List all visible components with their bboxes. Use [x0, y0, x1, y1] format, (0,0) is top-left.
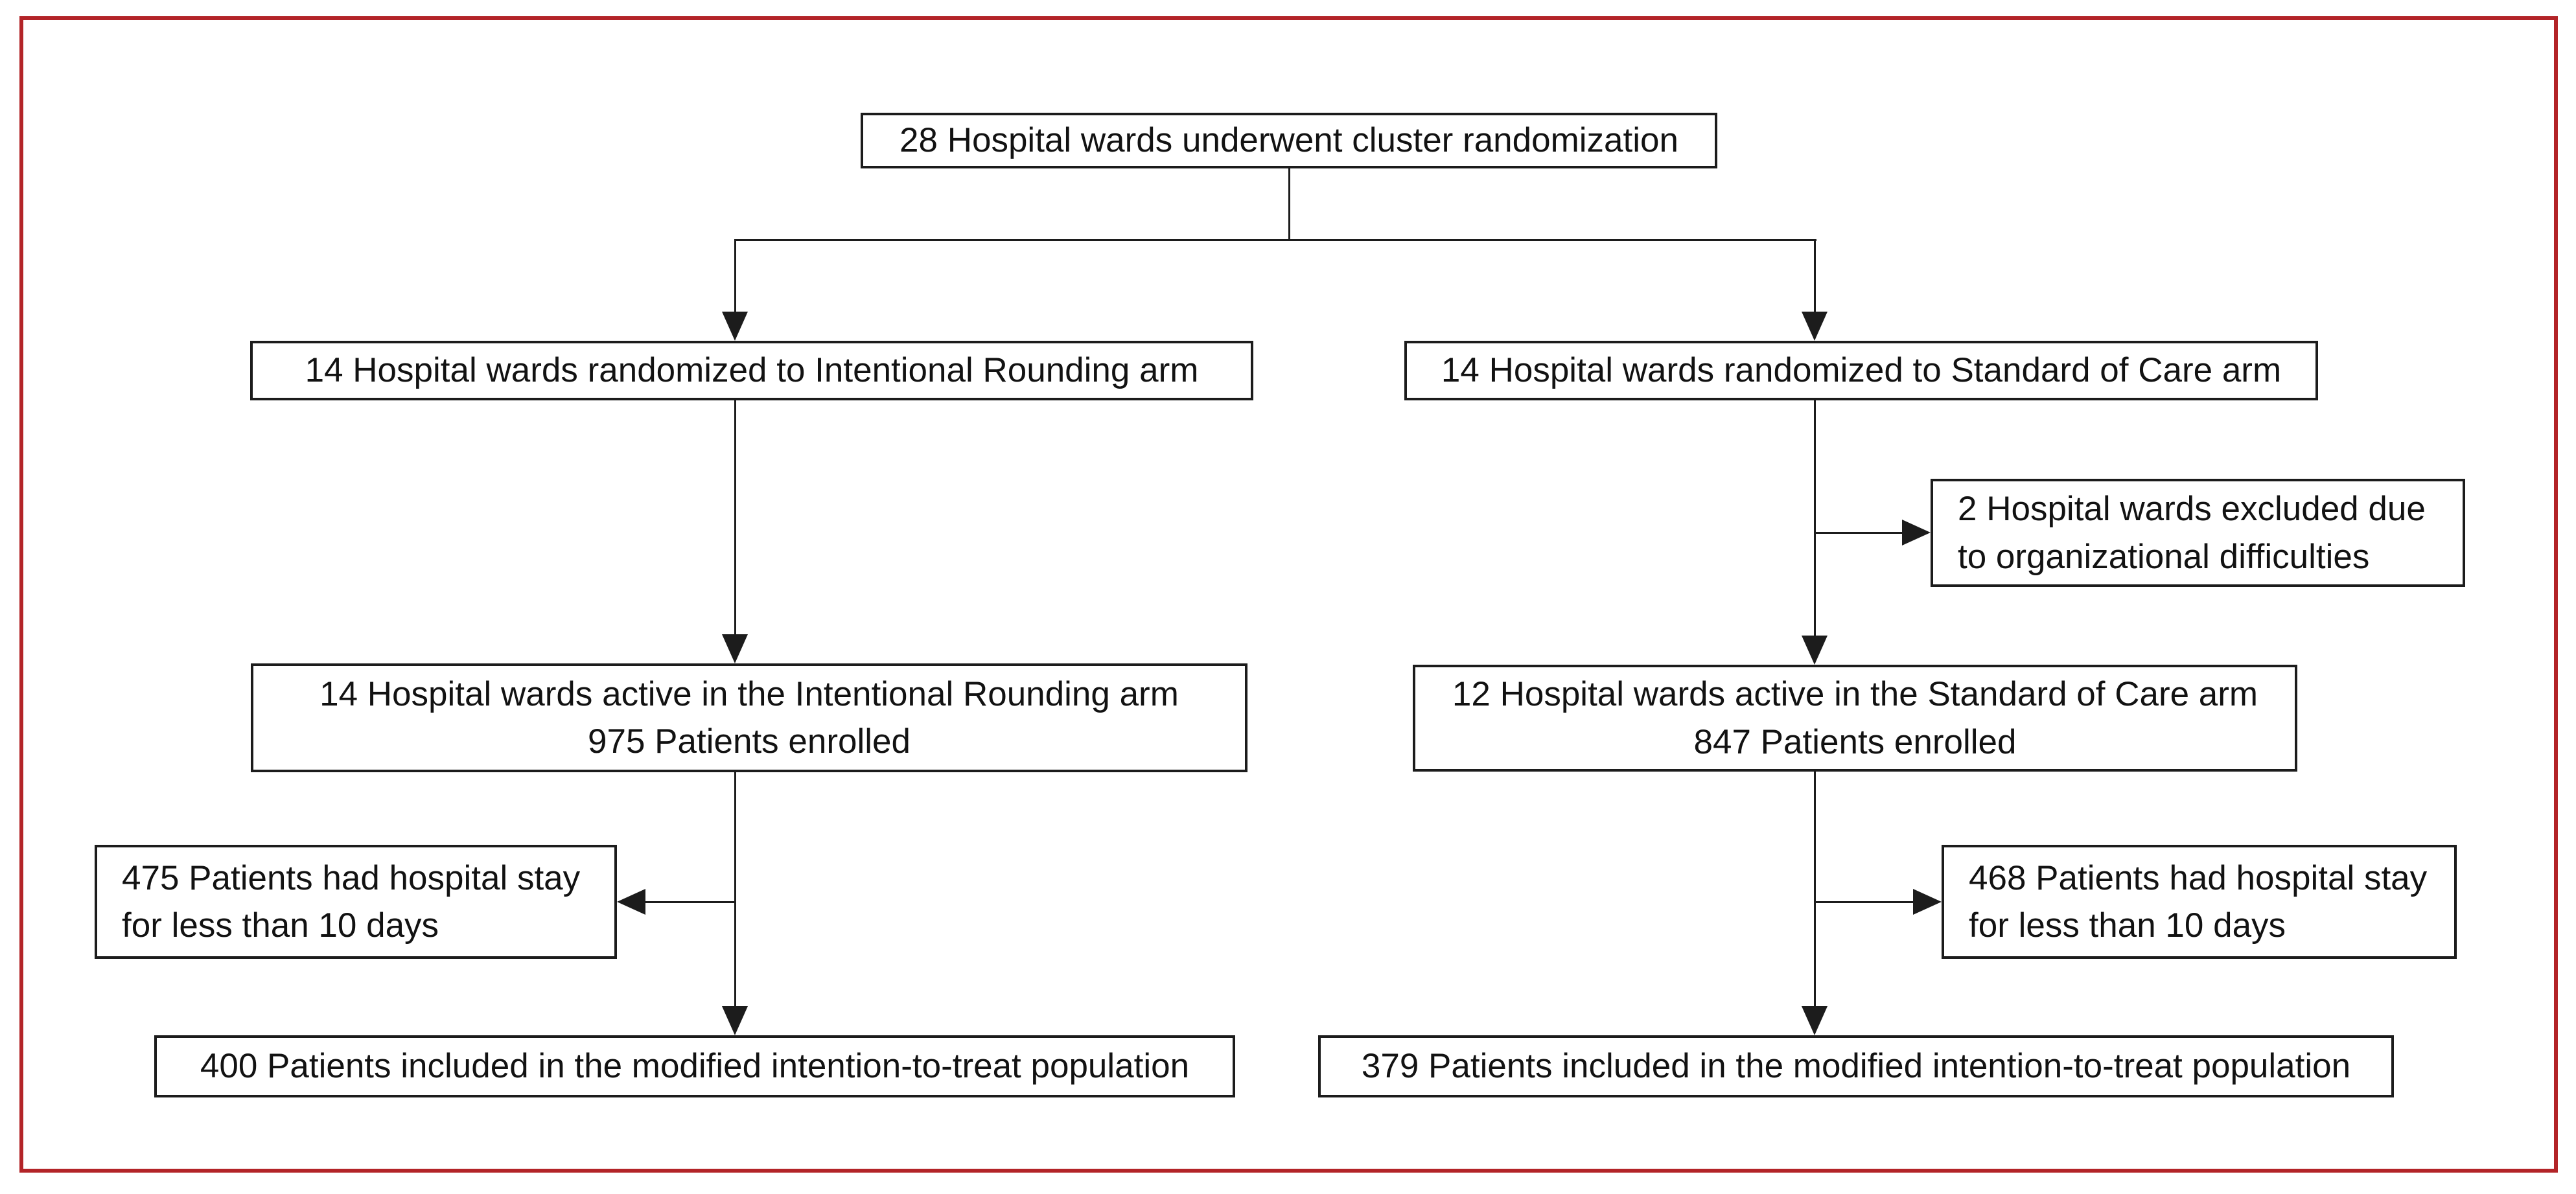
node-text-line1: 468 Patients had hospital stay [1969, 858, 2428, 897]
node-text: 400 Patients included in the modified in… [200, 1047, 1190, 1086]
node-soc-short-stay-excluded: 468 Patients had hospital stay for less … [1942, 845, 2457, 959]
connector-soc-short-stay-spur [1814, 901, 1914, 903]
arrow-down-icon [1802, 312, 1828, 341]
node-intentional-rounding-active: 14 Hospital wards active in the Intentio… [251, 663, 1247, 772]
arrow-right-icon [1913, 889, 1942, 915]
node-text-line2: 975 Patients enrolled [588, 722, 911, 761]
arrow-down-icon [722, 634, 748, 663]
arrow-right-icon [1902, 520, 1931, 545]
node-standard-of-care-active: 12 Hospital wards active in the Standard… [1413, 665, 2297, 772]
node-text: 379 Patients included in the modified in… [1361, 1047, 2351, 1086]
node-text-line1: 475 Patients had hospital stay [122, 858, 581, 897]
connector-drop-right [1814, 239, 1816, 312]
connector-ir-active-to-mitt [734, 772, 736, 1006]
connector-drop-left [734, 239, 736, 312]
connector-ir-randomized-to-active [734, 400, 736, 634]
arrow-down-icon [1802, 636, 1828, 665]
node-text-line2: 847 Patients enrolled [1693, 722, 2017, 761]
node-text-line2: to organizational difficulties [1958, 537, 2370, 576]
connector-soc-randomized-to-active [1814, 400, 1816, 636]
node-text-line1: 14 Hospital wards active in the Intentio… [319, 674, 1179, 713]
node-standard-of-care-randomized: 14 Hospital wards randomized to Standard… [1404, 341, 2318, 400]
node-intentional-rounding-randomized: 14 Hospital wards randomized to Intentio… [250, 341, 1253, 400]
arrow-down-icon [722, 312, 748, 341]
node-ir-mitt-population: 400 Patients included in the modified in… [154, 1035, 1235, 1097]
node-wards-excluded: 2 Hospital wards excluded due to organiz… [1931, 479, 2465, 587]
connector-top-stem [1288, 168, 1290, 239]
connector-top-split-bar [734, 239, 1816, 241]
connector-ir-short-stay-spur [644, 901, 736, 903]
node-text: 14 Hospital wards randomized to Intentio… [305, 351, 1199, 390]
node-text-line2: for less than 10 days [1969, 906, 2286, 945]
node-text: 28 Hospital wards underwent cluster rand… [899, 121, 1678, 160]
arrow-left-icon [617, 889, 645, 915]
node-soc-mitt-population: 379 Patients included in the modified in… [1318, 1035, 2394, 1097]
node-text: 14 Hospital wards randomized to Standard… [1441, 351, 2282, 390]
node-text-line2: for less than 10 days [122, 906, 439, 945]
node-text-line1: 12 Hospital wards active in the Standard… [1452, 675, 2258, 714]
node-text-line1: 2 Hospital wards excluded due [1958, 490, 2426, 529]
arrow-down-icon [722, 1006, 748, 1035]
connector-excluded-spur [1814, 532, 1905, 534]
diagram-frame: 28 Hospital wards underwent cluster rand… [19, 16, 2558, 1173]
node-cluster-randomization: 28 Hospital wards underwent cluster rand… [861, 113, 1717, 168]
arrow-down-icon [1802, 1006, 1828, 1035]
node-ir-short-stay-excluded: 475 Patients had hospital stay for less … [95, 845, 617, 959]
connector-soc-active-to-mitt [1814, 772, 1816, 1006]
